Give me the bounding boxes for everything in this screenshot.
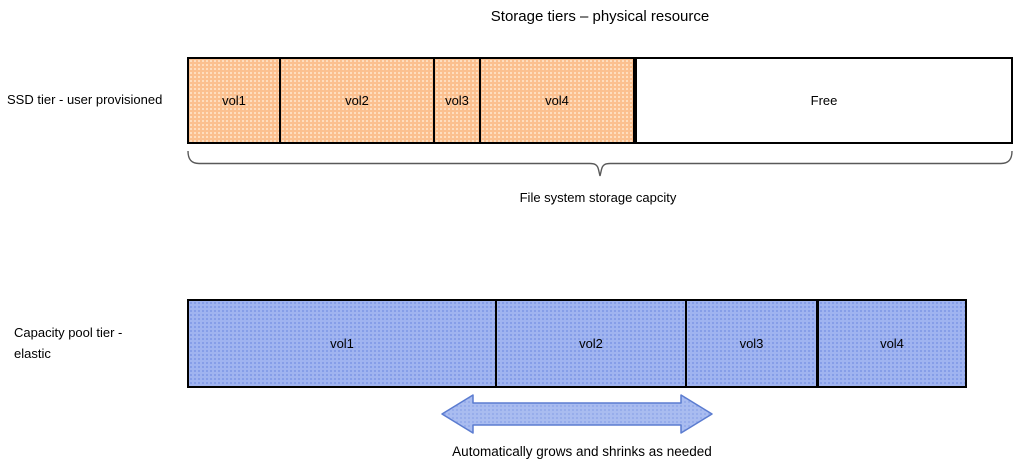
capacity-pool-tier-label-line1: Capacity pool tier - xyxy=(14,325,123,341)
ssd-segment-vol1-label: vol1 xyxy=(222,93,246,108)
capacity-pool-bar: vol1 vol2 vol3 vol4 xyxy=(187,299,967,388)
pool-segment-vol3: vol3 xyxy=(687,301,819,386)
ssd-segment-vol4-label: vol4 xyxy=(545,93,569,108)
pool-segment-vol1: vol1 xyxy=(189,301,497,386)
ssd-segment-vol2-label: vol2 xyxy=(345,93,369,108)
ssd-tier-label: SSD tier - user provisioned xyxy=(7,92,163,108)
grow-shrink-arrow-icon xyxy=(441,394,713,434)
pool-segment-vol2-label: vol2 xyxy=(579,336,603,351)
ssd-segment-free: Free xyxy=(637,59,1011,142)
pool-segment-vol4-label: vol4 xyxy=(880,336,904,351)
ssd-segment-vol3-label: vol3 xyxy=(445,93,469,108)
ssd-segment-vol3: vol3 xyxy=(435,59,481,142)
file-system-capacity-caption: File system storage capcity xyxy=(519,190,677,205)
ssd-segment-vol1: vol1 xyxy=(189,59,281,142)
arrow-caption: Automatically grows and shrinks as neede… xyxy=(452,444,712,459)
capacity-pool-tier-label: Capacity pool tier - elastic xyxy=(14,299,122,388)
pool-segment-vol1-label: vol1 xyxy=(330,336,354,351)
pool-segment-vol3-label: vol3 xyxy=(739,336,764,351)
ssd-segment-free-label: Free xyxy=(810,93,838,108)
pool-segment-vol2: vol2 xyxy=(497,301,687,386)
diagram-title: Storage tiers – physical resource xyxy=(490,8,710,25)
ssd-segment-vol4: vol4 xyxy=(481,59,637,142)
ssd-segment-vol2: vol2 xyxy=(281,59,435,142)
pool-segment-vol4: vol4 xyxy=(819,301,965,386)
ssd-tier-bar: vol1 vol2 vol3 vol4 Free xyxy=(187,57,1013,144)
capacity-brace-icon xyxy=(187,150,1013,177)
capacity-pool-tier-label-line2: elastic xyxy=(14,345,51,361)
